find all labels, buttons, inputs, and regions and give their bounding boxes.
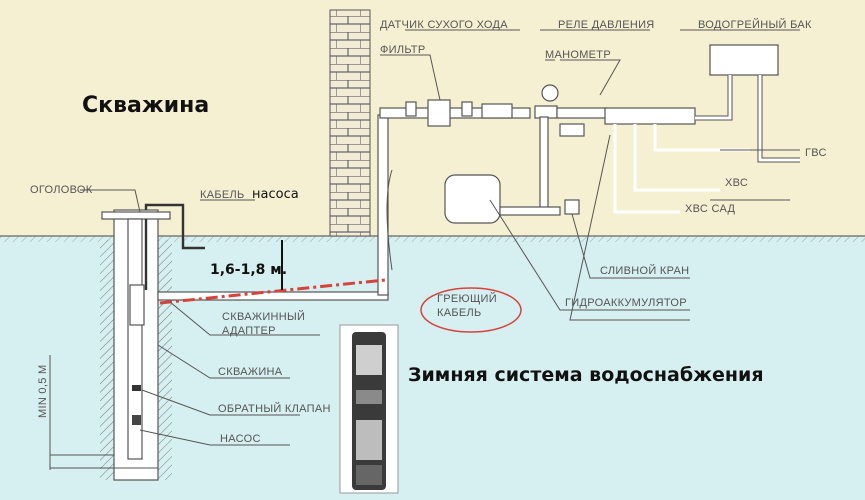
- brick-wall: [329, 9, 371, 237]
- cable-suffix-label: насоса: [252, 187, 299, 202]
- pump: [132, 415, 141, 425]
- drain-valve-label: СЛИВНОЙ КРАН: [600, 264, 689, 277]
- riser-pipe: [377, 114, 389, 296]
- equipment: [405, 44, 800, 333]
- manometer-label: МАНОМЕТР: [545, 49, 611, 61]
- filter: [427, 99, 451, 127]
- min-depth-label: MIN 0,5 М: [37, 365, 49, 418]
- filter-label: ФИЛЬТР: [380, 44, 425, 56]
- cable-label: КАБЕЛЬ: [200, 189, 245, 201]
- pump-cable: [144, 203, 205, 250]
- manifold: [604, 107, 696, 125]
- drain-valve: [564, 199, 580, 215]
- depth-label: 1,6-1,8 м.: [210, 262, 287, 278]
- subtitle: Зимняя система водоснабжения: [408, 364, 764, 386]
- cold-water-label: ХВС: [725, 177, 748, 189]
- pump-photo: [339, 324, 399, 494]
- water-heater-label: ВОДОГРЕЙНЫЙ БАК: [698, 18, 812, 31]
- heating-cable-label-1: ГРЕЮЩИЙ: [437, 292, 497, 305]
- well-adapter: [129, 284, 145, 326]
- adapter-label-1: СКВАЖИННЫЙ: [222, 310, 305, 323]
- pressure-relay-label: РЕЛЕ ДАВЛЕНИЯ: [558, 19, 655, 31]
- heating-cable-label-2: КАБЕЛЬ: [437, 307, 482, 319]
- head-label: ОГОЛОВОК: [30, 184, 93, 196]
- well: [49, 203, 205, 481]
- heating-cable-highlight: [420, 287, 522, 333]
- adapter-label-2: АДАПТЕР: [222, 325, 276, 337]
- water-heater: [709, 44, 779, 76]
- hot-water-label: ГВС: [805, 147, 827, 159]
- accumulator: [444, 174, 501, 224]
- check-valve: [132, 385, 141, 391]
- pump-label: НАСОС: [220, 433, 261, 445]
- supply-pipe: [157, 291, 389, 301]
- manometer: [541, 84, 559, 102]
- garden-water-label: ХВС САД: [685, 203, 736, 215]
- accumulator-label: ГИДРОАККУМУЛЯТОР: [565, 297, 687, 309]
- dry-run-sensor: [481, 103, 513, 119]
- dry-run-sensor-label: ДАТЧИК СУХОГО ХОДА: [380, 19, 508, 31]
- heating-cable: [159, 278, 386, 305]
- ground-hatch: [0, 236, 865, 242]
- well-label: СКВАЖИНА: [218, 366, 283, 378]
- pressure-relay: [559, 123, 585, 137]
- title: Скважина: [82, 93, 209, 118]
- check-valve-label: ОБРАТНЫЙ КЛАПАН: [218, 402, 331, 415]
- well-head: [101, 211, 171, 220]
